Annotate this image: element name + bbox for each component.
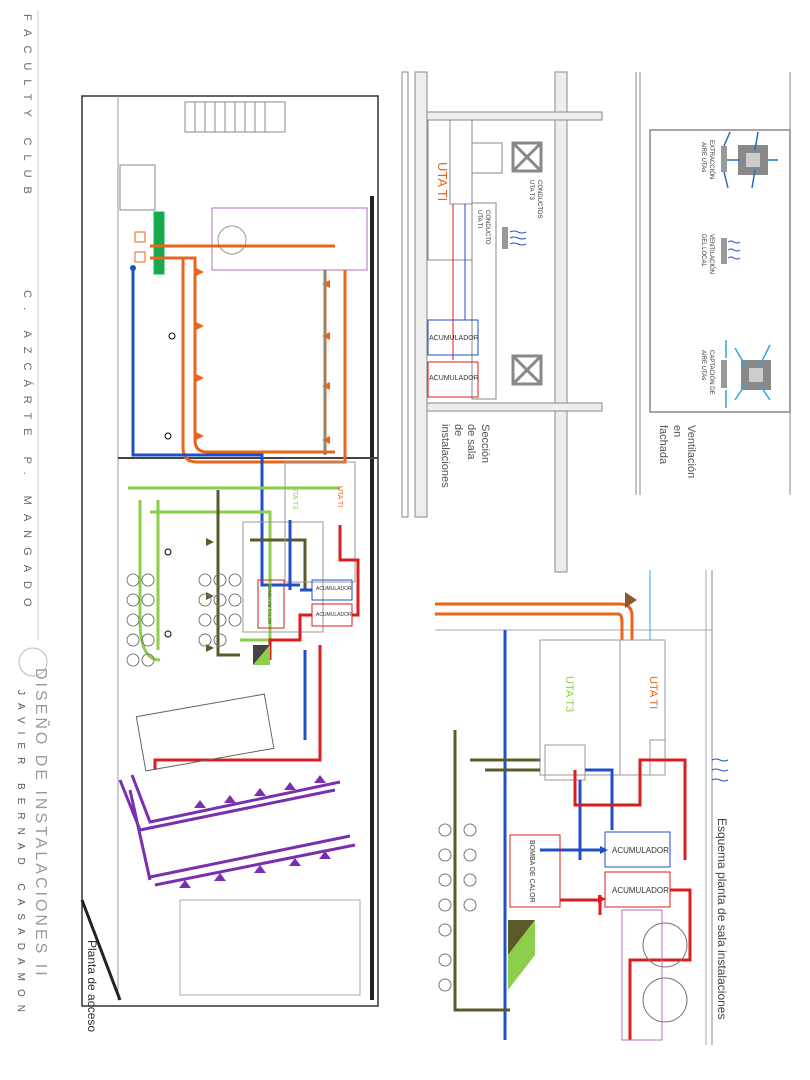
- course-title: DISEÑO DE INSTALACIONES II: [32, 668, 52, 979]
- scheme-title: Esquema planta de sala instalaciones: [715, 818, 729, 1019]
- plan-bomba-label: BOMBA DE CALOR: [267, 584, 272, 625]
- scheme-drawing: UTA T3 UTA TI BOMBA DE CALOR ACUMULADOR …: [435, 570, 729, 1045]
- title-strip: FACULTY CLUB C. AZCÁRTE P. MANGADO DISEÑ…: [15, 10, 52, 1020]
- scheme-uta-t3-label: UTA T3: [563, 676, 575, 712]
- conducto-label-1: CONDUCTO: [484, 210, 490, 245]
- facade-title-2: en: [671, 425, 683, 437]
- captacion-label-2: AIRE UTAs: [700, 350, 706, 380]
- captacion-label-1: CAPTACIÓN DE: [708, 350, 715, 395]
- floor-plan: UTA T3 UTA TI BOMBA DE CALOR ACUMULADOR …: [80, 95, 379, 1032]
- section-title-4: instalaciones: [439, 424, 451, 488]
- section-title-2: de sala: [465, 424, 477, 460]
- scheme-uta-ti-label: UTA TI: [647, 676, 659, 709]
- section-drawing: UTA TI CONDUCTOS UTA T3 CONDUCTO UTA TI …: [401, 71, 603, 573]
- architects-name: C. AZCÁRTE P. MANGADO: [21, 290, 34, 616]
- project-name: FACULTY CLUB: [21, 14, 33, 203]
- section-uta-ti-label: UTA TI: [435, 162, 450, 201]
- ventilacion-label-1: VENTILACIÓN: [708, 234, 715, 274]
- scheme-acumulador-1: ACUMULADOR: [612, 846, 669, 855]
- plan-uta-ti-label: UTA TI: [336, 486, 343, 507]
- extraccion-label-1: EXTRACCIÓN: [708, 140, 715, 179]
- section-acumulador-1: ACUMULADOR: [429, 335, 479, 342]
- scheme-bomba-label: BOMBA DE CALOR: [528, 840, 535, 903]
- section-acumulador-2: ACUMULADOR: [429, 375, 479, 382]
- plan-acumulador-2: ACUMULADOR: [316, 612, 352, 618]
- scheme-acumulador-2: ACUMULADOR: [612, 886, 669, 895]
- extraccion-label-2: AIRE UTAs: [700, 142, 706, 172]
- facade-ventilation: EXTRACCIÓN AIRE UTAs VENTILACIÓN DEL LOC…: [635, 72, 791, 495]
- section-title-3: de: [452, 424, 464, 436]
- conductos-label-2: UTA T3: [528, 180, 534, 200]
- author-name: JAVIER BERNAD CASADAMON: [15, 690, 26, 1020]
- section-title-1: Sección: [479, 424, 491, 463]
- plan-uta-t3-label: UTA T3: [291, 486, 298, 509]
- facade-title-1: Ventilación: [685, 425, 697, 478]
- plan-title: Planta de acceso: [85, 940, 99, 1032]
- conducto-label-2: UTA TI: [476, 210, 482, 228]
- conductos-label-1: CONDUCTOS: [536, 180, 542, 219]
- facade-title-3: fachada: [657, 425, 669, 465]
- plan-acumulador-1: ACUMULADOR: [316, 586, 352, 592]
- ventilacion-label-2: DEL LOCAL: [700, 234, 706, 267]
- logo-circle: [18, 647, 48, 677]
